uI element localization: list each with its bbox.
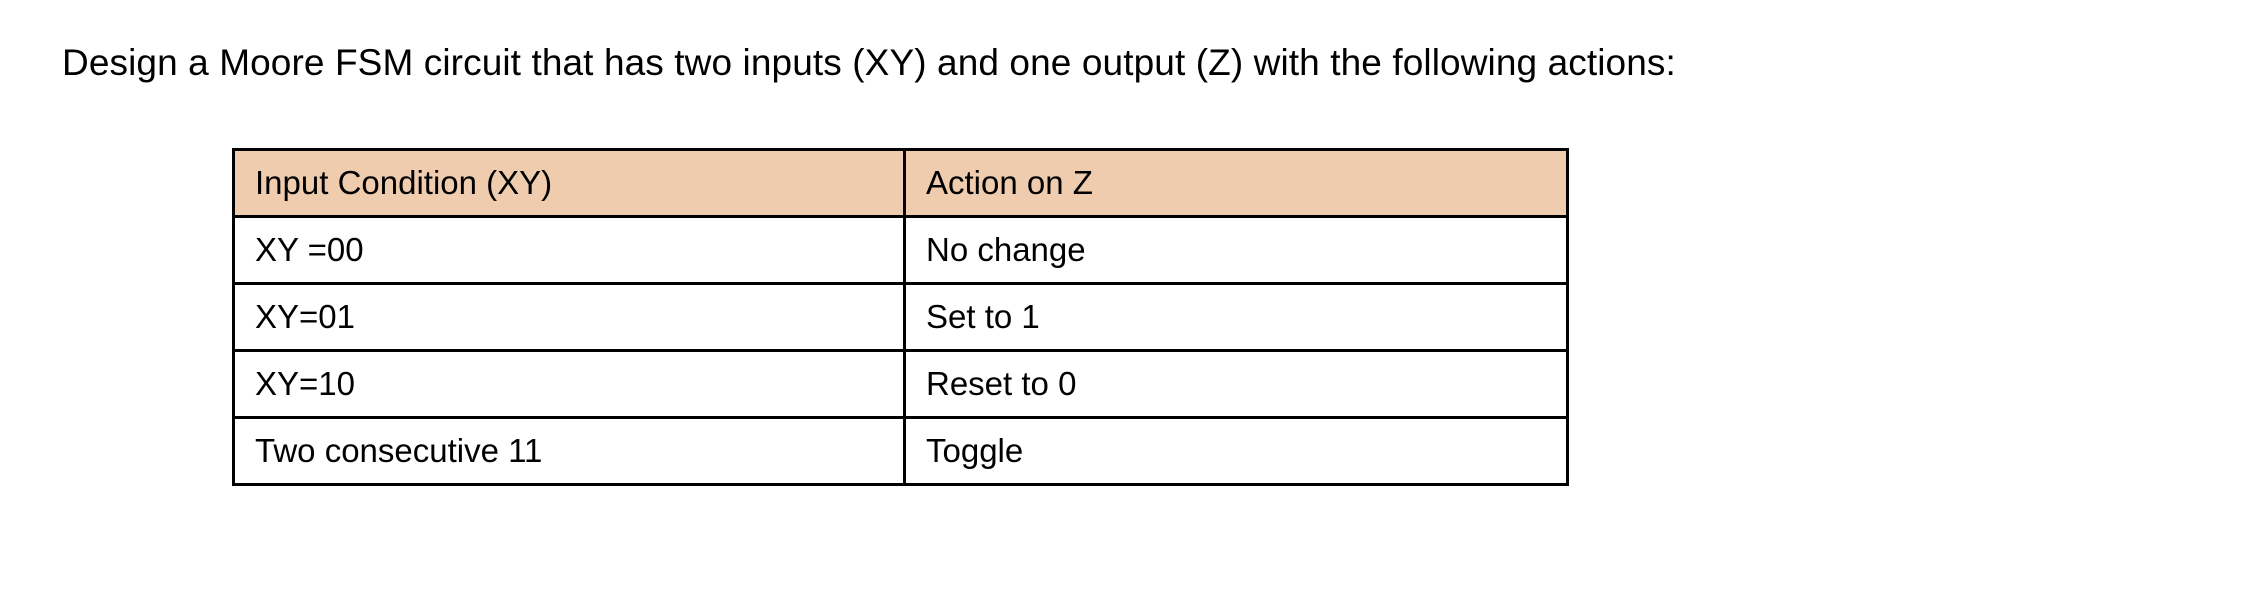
table-row: XY=10 Reset to 0 xyxy=(232,349,1569,419)
table-row: Two consecutive 11 Toggle xyxy=(232,416,1569,486)
table-row: XY =00 No change xyxy=(232,215,1569,285)
table-header-row: Input Condition (XY) Action on Z xyxy=(232,148,1569,218)
table-body: XY =00 No change XY=01 Set to 1 XY=10 Re… xyxy=(232,215,1569,486)
column-header-action-on-z: Action on Z xyxy=(903,148,1569,218)
column-header-input-condition: Input Condition (XY) xyxy=(232,148,906,218)
cell-action-on-z: Set to 1 xyxy=(903,282,1569,352)
table-row: XY=01 Set to 1 xyxy=(232,282,1569,352)
fsm-action-table: Input Condition (XY) Action on Z XY =00 … xyxy=(232,148,1569,486)
cell-input-condition: XY=10 xyxy=(232,349,906,419)
cell-action-on-z: Reset to 0 xyxy=(903,349,1569,419)
cell-action-on-z: Toggle xyxy=(903,416,1569,486)
problem-statement: Design a Moore FSM circuit that has two … xyxy=(62,42,1676,83)
cell-action-on-z: No change xyxy=(903,215,1569,285)
fsm-action-table-container: Input Condition (XY) Action on Z XY =00 … xyxy=(232,148,1569,486)
cell-input-condition: XY =00 xyxy=(232,215,906,285)
cell-input-condition: XY=01 xyxy=(232,282,906,352)
cell-input-condition: Two consecutive 11 xyxy=(232,416,906,486)
table-header: Input Condition (XY) Action on Z xyxy=(232,148,1569,218)
